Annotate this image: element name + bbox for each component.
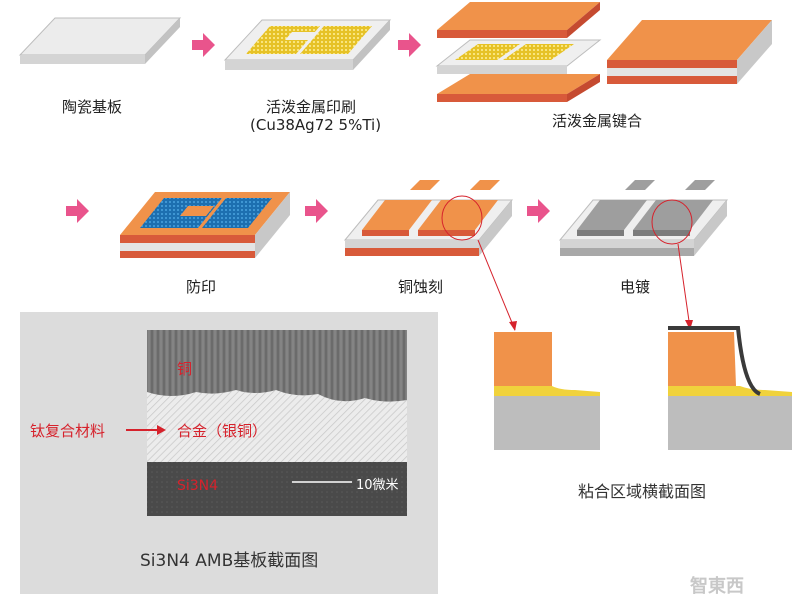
active-metal-print-graphic — [223, 19, 392, 70]
active-metal-bonding-graphic — [435, 2, 772, 102]
step-label-active-metal-bonding: 活泼金属键合 — [552, 112, 643, 130]
scale-bar-label: 10微米 — [356, 478, 399, 493]
bonding-zone-cross-section-after — [668, 326, 792, 450]
sem-caption: Si3N4 AMB基板截面图 — [140, 551, 319, 571]
ceramic-substrate-graphic — [18, 17, 182, 64]
step-label-copper-etching: 铜蚀刻 — [398, 278, 444, 296]
process-arrow-icon — [305, 199, 328, 223]
callout-lines — [477, 239, 693, 331]
titanium-composite-label: 钛复合材料 — [30, 422, 106, 440]
process-arrow-icon — [192, 33, 215, 57]
layer-label-si3n4: Si3N4 — [177, 478, 219, 494]
resist-print-graphic — [120, 192, 290, 258]
watermark-logo: 智東西 — [690, 576, 744, 597]
electroplating-graphic — [558, 180, 729, 256]
process-arrow-icon — [66, 199, 89, 223]
step-label-resist-printing: 防印 — [186, 278, 217, 296]
layer-label-alloy: 合金（银铜） — [177, 422, 268, 440]
step-label-electroplating: 电镀 — [620, 278, 651, 296]
bonding-zone-caption: 粘合区域横截面图 — [578, 482, 707, 501]
step-label-active-metal-printing: 活泼金属印刷 — [266, 98, 357, 116]
process-arrow-icon — [398, 33, 421, 57]
step-label-composition: (Cu38Ag72 5%Ti) — [250, 116, 382, 134]
layer-label-copper: 铜 — [177, 360, 193, 378]
step-label-ceramic-substrate: 陶瓷基板 — [62, 98, 123, 116]
process-arrow-icon — [527, 199, 550, 223]
copper-etch-graphic — [343, 180, 514, 256]
bonding-zone-cross-section-before — [494, 332, 600, 450]
